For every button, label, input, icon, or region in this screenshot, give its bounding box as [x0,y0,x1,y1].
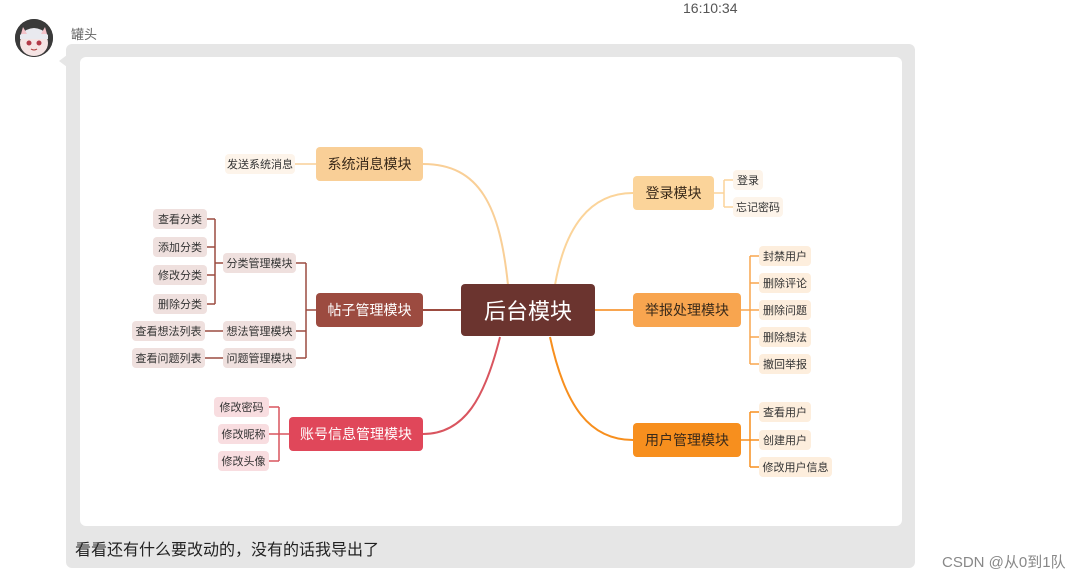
leaf-change-password: 修改密码 [214,397,269,417]
link-login [555,193,633,285]
leaf-delete-category: 删除分类 [153,294,207,314]
leaf-view-category: 查看分类 [153,209,207,229]
leaf-delete-comment: 删除评论 [759,273,811,293]
csdn-watermark: CSDN @从0到1队 [942,551,1066,572]
sender-avatar[interactable] [15,19,53,57]
leaf-create-user: 创建用户 [759,430,811,450]
leaf-delete-idea: 删除想法 [759,327,811,347]
leaf-ban-user: 封禁用户 [759,246,811,266]
node-post-management: 帖子管理模块 [316,293,423,327]
mindmap-image[interactable]: 后台模块 系统消息模块 帖子管理模块 账号信息管理模块 登录模块 举报处理模块 … [80,57,902,526]
leaf-edit-category: 修改分类 [153,265,207,285]
leaf-edit-user-info: 修改用户信息 [759,457,832,477]
link-user-management [550,337,633,440]
leaf-add-category: 添加分类 [153,237,207,257]
leaf-view-user: 查看用户 [759,402,811,422]
node-system-message: 系统消息模块 [316,147,423,181]
link-account-info [423,337,500,434]
message-text: 看看还有什么要改动的，没有的话我导出了 [75,536,379,560]
node-report: 举报处理模块 [633,293,741,327]
node-user-management: 用户管理模块 [633,423,741,457]
node-login: 登录模块 [633,176,714,210]
leaf-view-idea-list: 查看想法列表 [132,321,205,341]
leaf-change-nickname: 修改昵称 [218,424,269,444]
leaf-delete-question: 删除问题 [759,300,811,320]
link-system-message [423,164,508,285]
leaf-view-question-list: 查看问题列表 [132,348,205,368]
mindmap-center-node: 后台模块 [461,284,595,336]
node-account-info: 账号信息管理模块 [289,417,423,451]
sub-category-management: 分类管理模块 [223,253,296,273]
leaf-withdraw-report: 撤回举报 [759,354,811,374]
sub-idea-management: 想法管理模块 [223,321,296,341]
sub-question-management: 问题管理模块 [223,348,296,368]
leaf-forgot-password: 忘记密码 [733,197,783,217]
leaf-change-avatar: 修改头像 [218,451,269,471]
sender-name: 罐头 [71,24,97,43]
message-timestamp: 16:10:34 [683,0,753,16]
leaf-send-system-message: 发送系统消息 [225,154,295,174]
leaf-login: 登录 [733,170,763,190]
